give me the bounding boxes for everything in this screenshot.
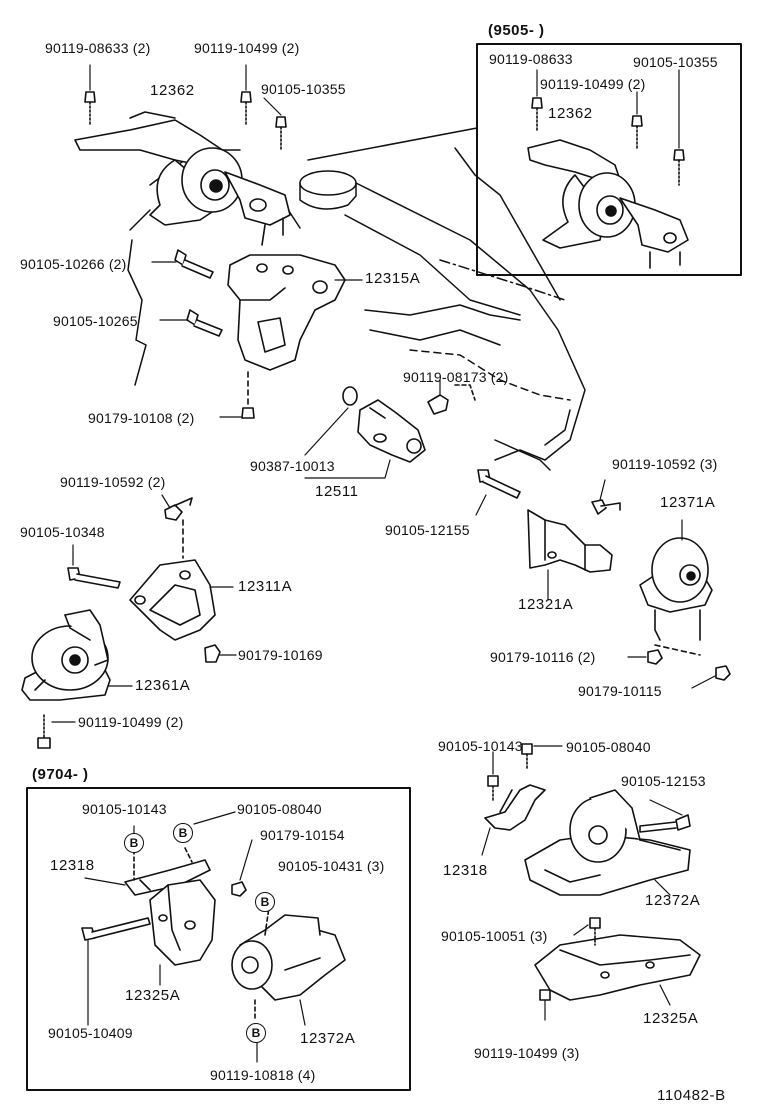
label-90105-12153: 90105-12153 [621, 773, 706, 789]
label-12372A-right: 12372A [645, 892, 701, 909]
label-90105-08040-right: 90105-08040 [566, 739, 651, 755]
label-90105-10266: 90105-10266 (2) [20, 256, 127, 272]
bracket-12321A [475, 469, 613, 601]
mount-12362-main [74, 111, 291, 246]
bolt-90119-10592-right-icon [591, 479, 621, 515]
label-box2-90105-10431: 90105-10431 (3) [278, 858, 385, 874]
label-box1-12362: 12362 [548, 105, 593, 122]
mount-12372A-right [524, 789, 691, 896]
box2-bracket-12318 [84, 811, 236, 896]
callout-b-marker: B [173, 823, 193, 843]
label-box2-90105-10143: 90105-10143 [82, 801, 167, 817]
label-12362-main: 12362 [150, 82, 195, 99]
mount-12371A [639, 519, 713, 656]
box2-bolt-90105-10409-icon [81, 917, 151, 1026]
nut-icons-right [627, 649, 731, 689]
label-12371A: 12371A [660, 494, 716, 511]
label-box2-90119-10818: 90119-10818 (4) [210, 1067, 316, 1083]
bolt-90119-10499-lower-icon [37, 714, 76, 749]
label-box2-90105-08040: 90105-08040 [237, 801, 322, 817]
label-12511: 12511 [315, 483, 359, 500]
detail-box-bottom-frame [26, 787, 411, 1091]
label-90179-10115: 90179-10115 [578, 683, 662, 699]
label-90119-10499-right: 90119-10499 (3) [474, 1045, 580, 1061]
label-90105-10051: 90105-10051 (3) [441, 928, 548, 944]
label-12361A: 12361A [135, 677, 191, 694]
label-90119-10592-right: 90119-10592 (3) [612, 456, 718, 472]
engine-block-outline [127, 147, 586, 471]
label-12318-right: 12318 [443, 862, 488, 879]
label-90179-10169: 90179-10169 [238, 647, 323, 663]
label-12311A: 12311A [238, 578, 293, 595]
callout-b-marker: B [255, 892, 275, 912]
label-90105-12155: 90105-12155 [385, 522, 470, 538]
label-90119-10592-left: 90119-10592 (2) [60, 474, 166, 490]
detail-box-bottom-header: (9704- ) [32, 766, 89, 783]
bracket-12318-right [481, 743, 563, 856]
label-12315A: 12315A [365, 270, 421, 287]
bracket-12311A [67, 494, 234, 641]
label-12321A: 12321A [518, 596, 574, 613]
label-box2-12325A: 12325A [125, 987, 181, 1004]
label-box1-90105-10355: 90105-10355 [633, 54, 718, 70]
bolt-icons-left [151, 249, 255, 419]
label-90179-10116: 90179-10116 (2) [490, 649, 596, 665]
nut-90179-10169-icon [204, 644, 237, 663]
bracket-12511 [304, 379, 476, 479]
label-box2-12318: 12318 [50, 857, 95, 874]
bracket-12315A [227, 254, 363, 409]
label-12325A-right: 12325A [643, 1010, 699, 1027]
label-box1-90119-08633: 90119-08633 [489, 51, 573, 67]
mount-12362-detail [527, 69, 689, 269]
label-90105-10348: 90105-10348 [20, 524, 105, 540]
label-90119-10499-lower: 90119-10499 (2) [78, 714, 184, 730]
label-90119-10499-main: 90119-10499 (2) [194, 40, 300, 56]
label-box1-90119-10499: 90119-10499 (2) [540, 76, 646, 92]
label-box2-12372A: 12372A [300, 1030, 356, 1047]
box2-mount-12372A [231, 899, 346, 1063]
mount-12361A [21, 609, 133, 701]
label-90179-10108: 90179-10108 (2) [88, 410, 195, 426]
label-90105-10265: 90105-10265 [53, 313, 138, 329]
label-90387-10013: 90387-10013 [250, 458, 335, 474]
label-90119-08173: 90119-08173 (2) [403, 369, 509, 385]
label-90105-10355-main: 90105-10355 [261, 81, 346, 97]
label-box2-90179-10154: 90179-10154 [260, 827, 345, 843]
diagram-reference-number: 110482-B [657, 1087, 726, 1104]
callout-b-marker: B [124, 833, 144, 853]
box2-nut-90179-10154-icon [231, 839, 253, 897]
bolt-icons-top [84, 64, 287, 151]
detail-box-top-frame [307, 43, 742, 276]
callout-b-marker: B [246, 1023, 266, 1043]
box2-member-12325A [149, 879, 216, 986]
member-12325A-right [534, 917, 701, 1021]
label-box2-90105-10409: 90105-10409 [48, 1025, 133, 1041]
label-90119-08633-main: 90119-08633 (2) [45, 40, 151, 56]
detail-box-top-header: (9505- ) [488, 22, 545, 39]
label-90105-10143-right: 90105-10143 [438, 738, 523, 754]
